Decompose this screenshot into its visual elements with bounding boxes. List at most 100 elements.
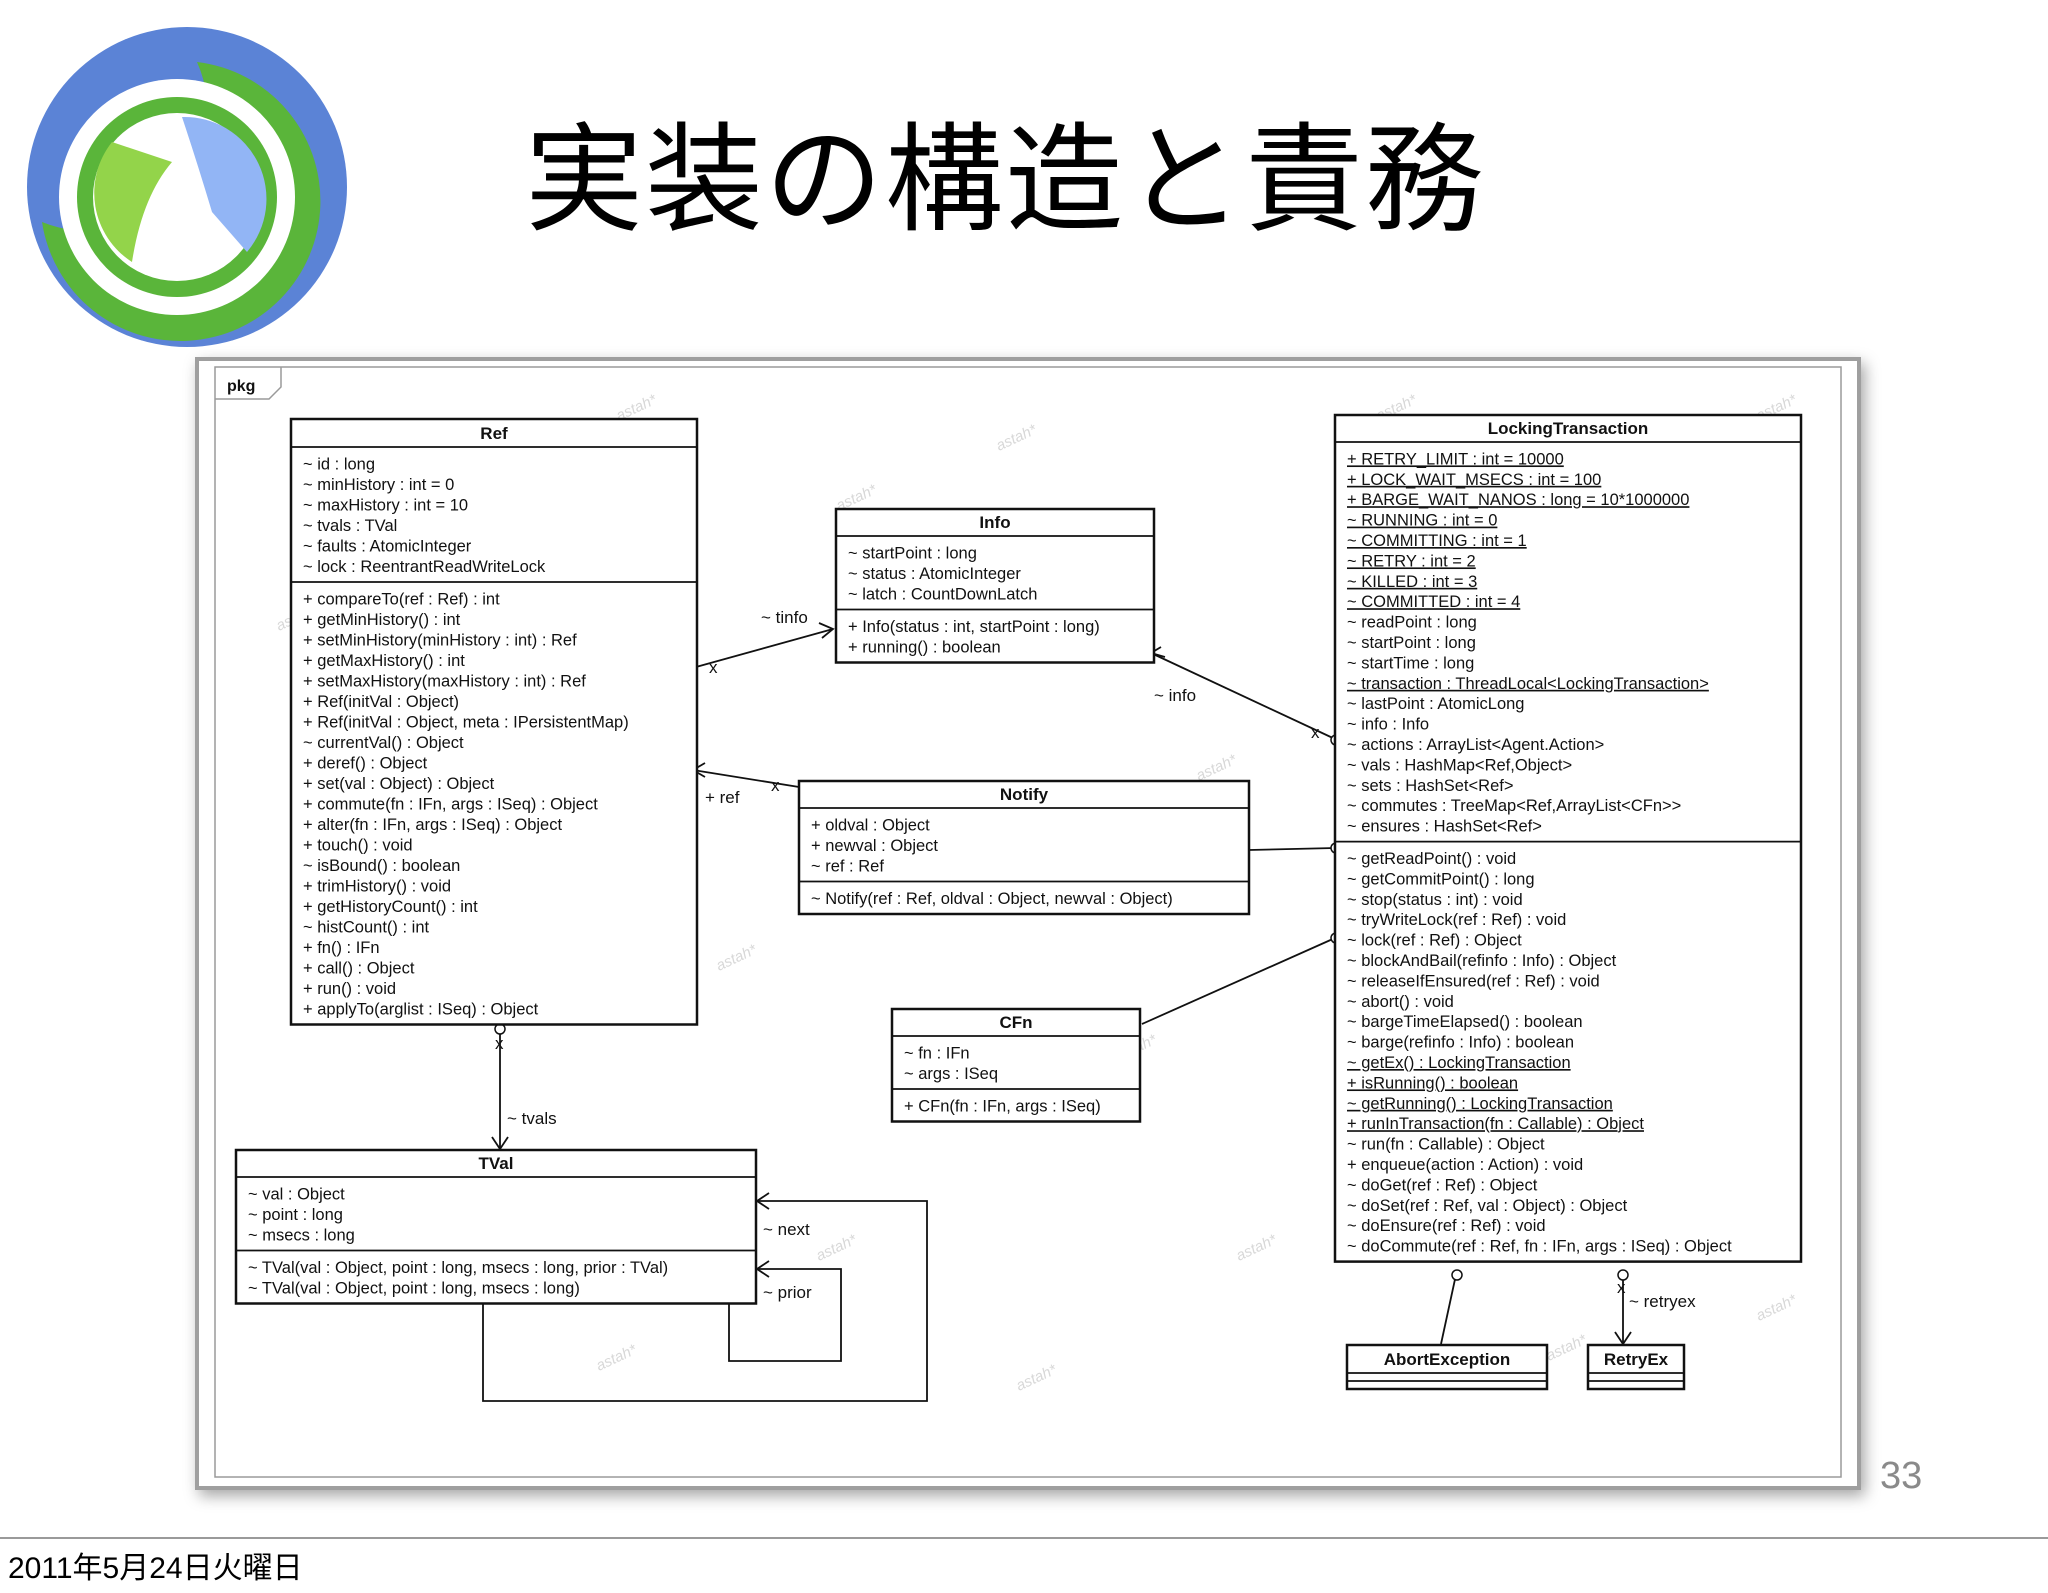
class-operation: ~ barge(refinfo : Info) : boolean: [1347, 1034, 1574, 1052]
class-operation: + CFn(fn : IFn, args : ISeq): [904, 1098, 1101, 1116]
assoc-label-tinfo: ~ tinfo: [761, 608, 808, 627]
assoc-label-next: ~ next: [763, 1220, 810, 1239]
class-attribute: ~ latch : CountDownLatch: [848, 586, 1037, 604]
x-marker: x: [1311, 723, 1320, 742]
watermark: astah*: [714, 941, 761, 975]
class-attribute: ~ COMMITTING : int = 1: [1347, 532, 1527, 550]
arrowhead: [818, 622, 835, 639]
uml-class-diagram: astah* astah* astah* astah* astah* astah…: [214, 366, 1842, 1478]
class-attribute: ~ RETRY : int = 2: [1347, 552, 1476, 570]
class-operation: ~ getReadPoint() : void: [1347, 850, 1516, 868]
assoc-label-prior: ~ prior: [763, 1283, 812, 1302]
class-box: [890, 1007, 1142, 1123]
class-operation: ~ histCount() : int: [303, 919, 430, 937]
assoc-line-notify: [1248, 847, 1336, 851]
class-operation: ~ run(fn : Callable) : Object: [1347, 1136, 1545, 1154]
class-attribute: ~ startPoint : long: [848, 545, 977, 563]
class-operation: + touch() : void: [303, 837, 413, 855]
assoc-line-next: [482, 1200, 928, 1402]
page-number: 33: [1880, 1455, 1923, 1497]
package-frame: [214, 366, 1842, 1478]
class-operation: + applyTo(arglist : ISeq) : Object: [303, 1001, 539, 1019]
watermark: astah*: [1754, 1291, 1801, 1325]
class-operation: + getMinHistory() : int: [303, 611, 461, 629]
class-box: [234, 1148, 758, 1305]
package-tab: [215, 367, 282, 400]
uml-diagram: astah* astah* astah* astah* astah* astah…: [195, 357, 1861, 1490]
clojure-logo-icon: [27, 27, 347, 347]
class-info: Info~ startPoint : long ~ status : Atomic…: [834, 507, 1156, 664]
class-attribute: ~ id : long: [303, 456, 375, 474]
class-attribute: ~ startPoint : long: [1347, 634, 1476, 652]
class-attribute: ~ fn : IFn: [904, 1045, 970, 1063]
class-operation: ~ isBound() : boolean: [303, 857, 460, 875]
class-attribute: ~ point : long: [248, 1206, 343, 1224]
class-ref: Ref~ id : long~ minHistory : int = 0~ ma…: [289, 417, 699, 1026]
assoc-label-ref: + ref: [705, 788, 740, 807]
x-marker: x: [1617, 1278, 1626, 1297]
class-operation: + getHistoryCount() : int: [303, 898, 478, 916]
slide-title: 実装の構造と責務: [525, 111, 1486, 249]
class-attribute: ~ faults : AtomicInteger: [303, 538, 472, 556]
class-operation: + alter(fn : IFn, args : ISeq) : Object: [303, 816, 562, 834]
assoc-label-info: ~ info: [1154, 686, 1196, 705]
class-abort-exception: AbortException: [1345, 1343, 1549, 1391]
class-attribute: ~ ensures : HashSet<Ref>: [1347, 818, 1542, 836]
footer-date: 2011年5月24日火曜日: [8, 1552, 303, 1585]
class-tval: TVal~ val : Object~ point : long~ msecs …: [234, 1148, 758, 1305]
class-operation: ~ tryWriteLock(ref : Ref) : void: [1347, 911, 1566, 929]
class-operation: + getMaxHistory() : int: [303, 652, 465, 670]
class-attribute: + newval : Object: [811, 837, 938, 855]
assoc-line-prior: [728, 1268, 842, 1362]
watermark: astah*: [814, 1231, 861, 1265]
x-marker: x: [771, 776, 780, 795]
assoc-label-tvals: ~ tvals: [507, 1109, 557, 1128]
class-attribute: ~ commutes : TreeMap<Ref,ArrayList<CFn>>: [1347, 797, 1681, 815]
class-attribute: ~ COMMITTED : int = 4: [1347, 593, 1520, 611]
class-operation: + runInTransaction(fn : Callable) : Obje…: [1347, 1115, 1644, 1133]
watermark: astah*: [994, 421, 1041, 455]
class-name: Notify: [1000, 785, 1049, 804]
class-attribute: + LOCK_WAIT_MSECS : int = 100: [1347, 471, 1601, 489]
class-attribute: ~ actions : ArrayList<Agent.Action>: [1347, 736, 1604, 754]
class-name: LockingTransaction: [1488, 419, 1649, 438]
class-attribute: ~ RUNNING : int = 0: [1347, 512, 1497, 530]
class-operation: ~ abort() : void: [1347, 993, 1454, 1011]
class-cfn: CFn ~ fn : IFn ~ args : ISeq + CFn(fn : IFn…: [890, 1007, 1142, 1123]
watermark: astah*: [1544, 1331, 1591, 1365]
class-attribute: ~ tvals : TVal: [303, 517, 397, 535]
class-attribute: ~ vals : HashMap<Ref,Object>: [1347, 756, 1572, 774]
class-retry-ex: RetryEx: [1586, 1343, 1686, 1391]
class-operation: ~ releaseIfEnsured(ref : Ref) : void: [1347, 972, 1600, 990]
class-attribute: ~ status : AtomicInteger: [848, 565, 1021, 583]
class-operation: ~ blockAndBail(refinfo : Info) : Object: [1347, 952, 1617, 970]
class-operation: + setMinHistory(minHistory : int) : Ref: [303, 632, 577, 650]
class-operation: ~ doGet(ref : Ref) : Object: [1347, 1176, 1538, 1194]
class-operation: + Info(status : int, startPoint : long): [848, 618, 1100, 636]
watermark: astah*: [594, 1341, 641, 1375]
class-locking-transaction: LockingTransaction + RETRY_LIMIT : int = …: [1333, 413, 1803, 1263]
class-name: CFn: [999, 1013, 1032, 1032]
class-attribute: ~ minHistory : int = 0: [303, 476, 454, 494]
class-attribute: ~ args : ISeq: [904, 1065, 998, 1083]
class-operation: + running() : boolean: [848, 639, 1001, 657]
class-attribute: ~ msecs : long: [248, 1227, 355, 1245]
class-operation: ~ doEnsure(ref : Ref) : void: [1347, 1217, 1546, 1235]
class-operation: + isRunning() : boolean: [1347, 1074, 1518, 1092]
class-operation: + setMaxHistory(maxHistory : int) : Ref: [303, 673, 586, 691]
class-attribute: ~ maxHistory : int = 10: [303, 497, 468, 515]
class-operation: ~ stop(status : int) : void: [1347, 891, 1523, 909]
class-operation: ~ lock(ref : Ref) : Object: [1347, 932, 1522, 950]
class-name: Info: [979, 513, 1010, 532]
class-notify: Notify+ oldval : Object+ newval : Object…: [797, 779, 1251, 916]
package-label: pkg: [227, 378, 255, 395]
assoc-line-cfn: [1141, 937, 1336, 1025]
class-name: AbortException: [1384, 1350, 1511, 1369]
class-attribute: ~ readPoint : long: [1347, 614, 1477, 632]
class-operation: ~ getEx() : LockingTransaction: [1347, 1054, 1571, 1072]
class-operation: + Ref(initVal : Object, meta : IPersiste…: [303, 714, 629, 732]
class-attribute: + RETRY_LIMIT : int = 10000: [1347, 450, 1564, 468]
class-operation: ~ getCommitPoint() : long: [1347, 870, 1535, 888]
class-operation: + deref() : Object: [303, 755, 428, 773]
class-operation: ~ TVal(val : Object, point : long, msecs…: [248, 1280, 580, 1298]
